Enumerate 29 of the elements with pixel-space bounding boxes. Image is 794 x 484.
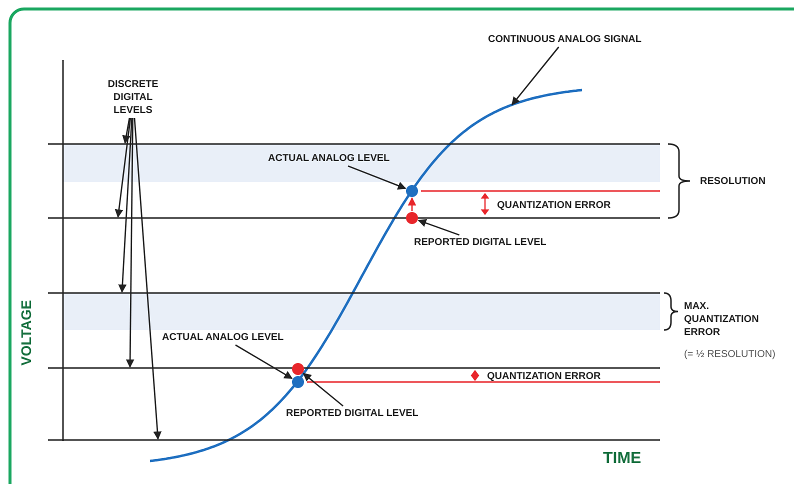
level-line xyxy=(48,217,660,219)
leader-arrow xyxy=(134,118,162,440)
leader-arrow xyxy=(348,165,406,190)
leader-arrow xyxy=(408,197,416,211)
leader-arrow xyxy=(126,118,134,368)
callout-label: DISCRETE DIGITAL LEVELS xyxy=(98,78,168,117)
leader-arrow xyxy=(511,46,560,106)
leader-arrow xyxy=(302,372,344,407)
level-line xyxy=(48,143,660,145)
leader-arrow xyxy=(118,118,133,293)
level-line xyxy=(48,367,660,369)
callout-label: CONTINUOUS ANALOG SIGNAL xyxy=(488,33,642,46)
axis-title: TIME xyxy=(603,450,642,468)
annotation-text: MAX. QUANTIZATION ERROR xyxy=(684,300,760,339)
leader-arrow xyxy=(235,344,293,380)
annotation-text: QUANTIZATION ERROR xyxy=(497,199,611,212)
callout-label: REPORTED DIGITAL LEVEL xyxy=(414,236,546,249)
leader-arrow xyxy=(418,218,460,236)
leader-arrow xyxy=(122,118,130,144)
callout-label: REPORTED DIGITAL LEVEL xyxy=(286,407,418,420)
level-line xyxy=(48,292,660,294)
level-line xyxy=(48,439,660,441)
callout-label: ACTUAL ANALOG LEVEL xyxy=(268,152,390,165)
annotation-text: (= ½ RESOLUTION) xyxy=(684,348,776,361)
annotation-text: RESOLUTION xyxy=(700,175,766,188)
annotation-text: QUANTIZATION ERROR xyxy=(487,370,601,383)
leader-arrow xyxy=(114,118,132,218)
callout-label: ACTUAL ANALOG LEVEL xyxy=(162,331,284,344)
axis-title: VOLTAGE xyxy=(18,300,34,366)
